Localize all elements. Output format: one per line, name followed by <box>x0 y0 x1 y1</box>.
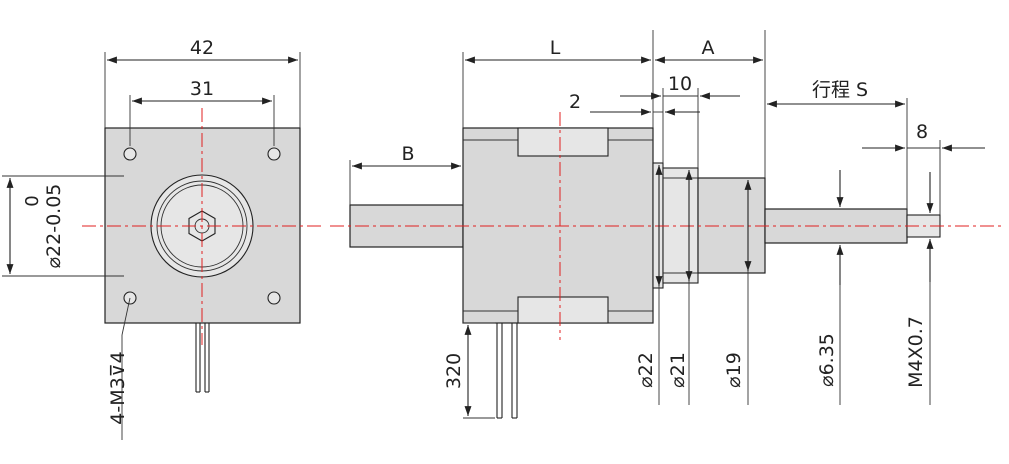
dim-10-label: 10 <box>668 73 692 95</box>
dim-thread-label: M4X0.7 <box>905 316 927 388</box>
mount-holes-label: 4-M3⊽4 <box>107 351 129 424</box>
dim-42-label: 42 <box>190 37 214 59</box>
front-view: 42 31 ⌀22-0.05 0 4-M3⊽4 <box>2 37 322 440</box>
dim-31-label: 31 <box>190 78 214 100</box>
dim-pilot-diameter-label: ⌀22-0.05 <box>43 184 65 269</box>
dim-dia19-label: ⌀19 <box>723 352 745 388</box>
dim-dia22-label: ⌀22 <box>635 352 657 388</box>
dim-320-label: 320 <box>443 353 465 389</box>
stroke-label: 行程 S <box>812 79 868 101</box>
dim-pilot-tol-label: 0 <box>22 195 43 206</box>
dim-dia21-label: ⌀21 <box>667 352 689 388</box>
side-view: L A 10 2 行程 S 8 B 320 <box>330 30 1005 419</box>
dim-dia635-label: ⌀6.35 <box>816 333 838 387</box>
mount-hole-top-left <box>123 147 137 161</box>
top-notch <box>517 127 609 157</box>
mount-hole-top-right <box>267 147 281 161</box>
dim-L-label: L <box>550 37 561 59</box>
bottom-notch <box>517 296 609 324</box>
dim-2-label: 2 <box>569 91 581 113</box>
mount-hole-bottom-right <box>267 291 281 305</box>
dim-B-label: B <box>401 143 414 165</box>
dim-A-label: A <box>702 37 715 59</box>
dim-8-label: 8 <box>916 121 928 143</box>
